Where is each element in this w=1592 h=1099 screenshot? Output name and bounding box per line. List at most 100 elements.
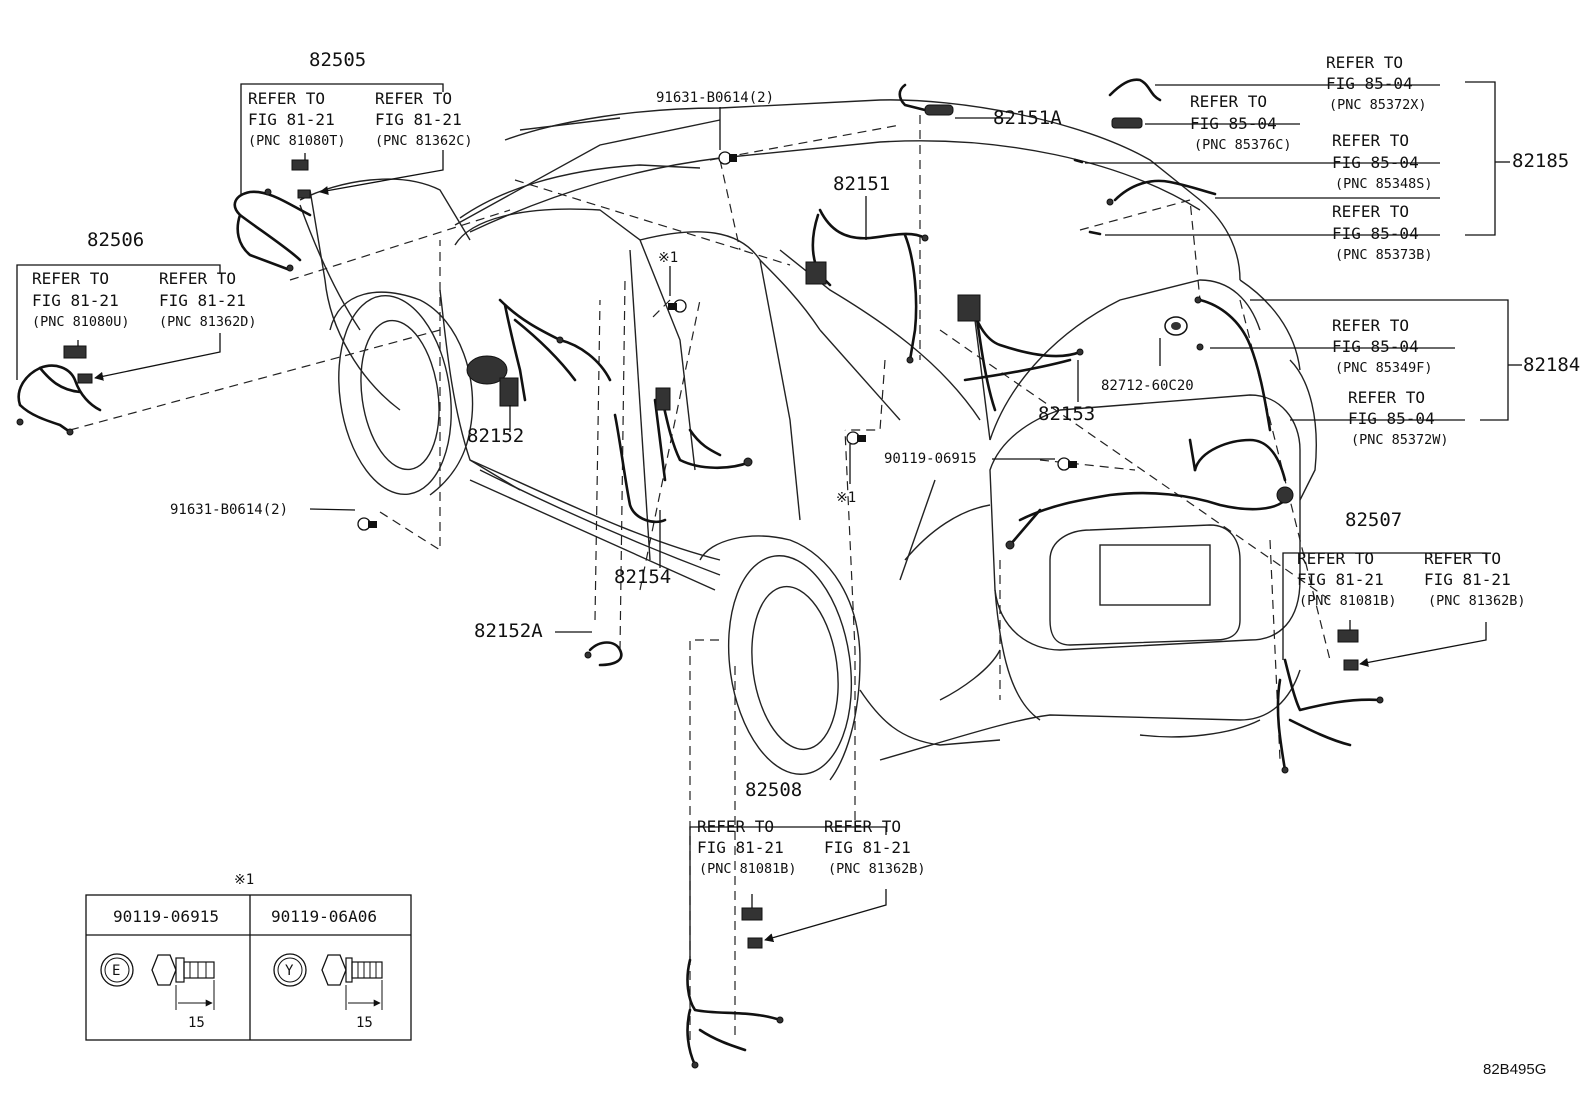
- harness-82151A: [898, 83, 954, 116]
- legend-part-a: 90119-06915: [113, 907, 219, 926]
- ref-block-82507-b: REFER TO FIG 81-21 (PNC 81362B): [1424, 549, 1526, 609]
- label-82152: 82152: [467, 425, 524, 447]
- pnc-ref: (PNC 85348S): [1335, 176, 1433, 192]
- fig-ref: FIG 85-04: [1332, 337, 1419, 356]
- bolt-a-length: 15: [188, 1015, 205, 1031]
- bolt-b-drawing: Y 15: [273, 953, 383, 1031]
- harness-82153: [957, 294, 1084, 412]
- dashed-leader-lines: [69, 115, 1331, 1040]
- harness-82506: [16, 345, 102, 436]
- diagram-code: 82B495G: [1483, 1061, 1546, 1078]
- ref-block-82506-a: REFER TO FIG 81-21 (PNC 81080U): [32, 269, 130, 330]
- refer-to-text: REFER TO: [697, 817, 774, 836]
- label-82152A: 82152A: [474, 620, 543, 642]
- bolt-90119-rear: [1057, 457, 1077, 471]
- fig-ref: FIG 81-21: [697, 838, 784, 857]
- ref-block-85376C: REFER TO FIG 85-04 (PNC 85376C): [1190, 92, 1292, 153]
- refer-to-text: REFER TO: [1348, 388, 1425, 407]
- bolt-b-length: 15: [356, 1015, 373, 1031]
- refer-to-text: REFER TO: [1326, 53, 1403, 72]
- fig-ref: FIG 81-21: [1424, 570, 1511, 589]
- harness-82151: [805, 208, 929, 364]
- callout-lines: [16, 81, 1522, 960]
- ref-block-82508-a: REFER TO FIG 81-21 (PNC 81081B): [697, 817, 797, 877]
- refer-to-text: REFER TO: [32, 269, 109, 288]
- refer-to-text: REFER TO: [1332, 131, 1409, 150]
- ref-block-82505-a: REFER TO FIG 81-21 (PNC 81080T): [248, 89, 346, 149]
- refer-to-text: REFER TO: [375, 89, 452, 108]
- grommet-82712: [1164, 316, 1188, 336]
- pnc-ref: (PNC 81081B): [1299, 593, 1397, 609]
- bolt-90119-mark1: [668, 299, 687, 313]
- label-91631-top: 91631-B0614(2): [656, 90, 774, 106]
- ref-block-82505-b: REFER TO FIG 81-21 (PNC 81362C): [375, 89, 473, 149]
- pnc-ref: (PNC 85372X): [1329, 97, 1427, 113]
- fig-ref: FIG 81-21: [32, 291, 119, 310]
- bolt-mark1-lower: [846, 431, 866, 445]
- pnc-ref: (PNC 81362B): [1428, 593, 1526, 609]
- label-82508: 82508: [745, 779, 802, 801]
- refer-to-text: REFER TO: [1424, 549, 1501, 568]
- label-82506: 82506: [87, 229, 144, 251]
- bolt-a-drawing: E 15: [100, 953, 215, 1031]
- ref-block-82506-b: REFER TO FIG 81-21 (PNC 81362D): [159, 269, 257, 330]
- ref-block-85373B: REFER TO FIG 85-04 (PNC 85373B): [1332, 202, 1433, 263]
- fig-ref: FIG 81-21: [159, 291, 246, 310]
- pnc-ref: (PNC 81080T): [248, 133, 346, 149]
- label-82154: 82154: [614, 566, 671, 588]
- label-82151A: 82151A: [993, 107, 1062, 129]
- harness-82152A: [584, 641, 623, 667]
- refer-to-text: REFER TO: [248, 89, 325, 108]
- harness-82152: [466, 298, 612, 407]
- label-82185: 82185: [1512, 150, 1569, 172]
- pnc-ref: (PNC 85376C): [1194, 137, 1292, 153]
- fig-ref: FIG 81-21: [248, 110, 335, 129]
- legend-mark: ※1: [234, 872, 254, 888]
- pnc-ref: (PNC 85373B): [1335, 247, 1433, 263]
- pnc-ref: (PNC 81362B): [828, 861, 926, 877]
- mark-1-upper: ※1: [658, 250, 678, 266]
- refer-to-text: REFER TO: [824, 817, 901, 836]
- harness-82507: [1276, 629, 1384, 774]
- callout-labels: 82505 82506 82507 82508 82151 82151A 821…: [87, 49, 1580, 801]
- legend-part-b: 90119-06A06: [271, 907, 377, 926]
- ref-block-85372X: REFER TO FIG 85-04 (PNC 85372X): [1326, 53, 1427, 113]
- pnc-ref: (PNC 81081B): [699, 861, 797, 877]
- ref-block-85348S: REFER TO FIG 85-04 (PNC 85348S): [1332, 131, 1433, 192]
- fig-ref: FIG 81-21: [1297, 570, 1384, 589]
- ref-block-82507-a: REFER TO FIG 81-21 (PNC 81081B): [1297, 549, 1397, 609]
- harness-82505: [233, 159, 312, 272]
- refer-to-text: REFER TO: [1332, 202, 1409, 221]
- fig-ref: FIG 81-21: [824, 838, 911, 857]
- refer-to-text: REFER TO: [1190, 92, 1267, 111]
- label-91631-left: 91631-B0614(2): [170, 502, 288, 518]
- fig-ref: FIG 85-04: [1190, 114, 1277, 133]
- label-82153: 82153: [1038, 403, 1095, 425]
- label-82712: 82712-60C20: [1101, 378, 1194, 394]
- bolt-a-head-letter: E: [112, 963, 120, 979]
- harness-82185: [1073, 78, 1217, 236]
- fig-ref: FIG 85-04: [1348, 409, 1435, 428]
- bolt-91631-left: [357, 517, 377, 531]
- harness-82154: [613, 387, 753, 524]
- bolt-legend-table: ※1 90119-06915 90119-06A06 E 15 Y: [85, 872, 412, 1041]
- pnc-ref: (PNC 81080U): [32, 314, 130, 330]
- pnc-ref: (PNC 85372W): [1351, 432, 1449, 448]
- refer-blocks: REFER TO FIG 81-21 (PNC 81080T) REFER TO…: [32, 53, 1526, 877]
- refer-to-text: REFER TO: [1297, 549, 1374, 568]
- label-82151: 82151: [833, 173, 890, 195]
- ref-block-82508-b: REFER TO FIG 81-21 (PNC 81362B): [824, 817, 926, 877]
- fig-ref: FIG 85-04: [1332, 224, 1419, 243]
- ref-block-85372W: REFER TO FIG 85-04 (PNC 85372W): [1348, 388, 1449, 448]
- fig-ref: FIG 85-04: [1332, 153, 1419, 172]
- ref-block-85349F: REFER TO FIG 85-04 (PNC 85349F): [1332, 316, 1433, 376]
- label-82184: 82184: [1523, 354, 1580, 376]
- pnc-ref: (PNC 81362C): [375, 133, 473, 149]
- vehicle-body-outline: [299, 99, 1317, 781]
- pnc-ref: (PNC 85349F): [1335, 360, 1433, 376]
- fig-ref: FIG 85-04: [1326, 74, 1413, 93]
- bolt-b-head-letter: Y: [285, 963, 294, 979]
- mark-1-lower: ※1: [836, 490, 856, 506]
- label-82507: 82507: [1345, 509, 1402, 531]
